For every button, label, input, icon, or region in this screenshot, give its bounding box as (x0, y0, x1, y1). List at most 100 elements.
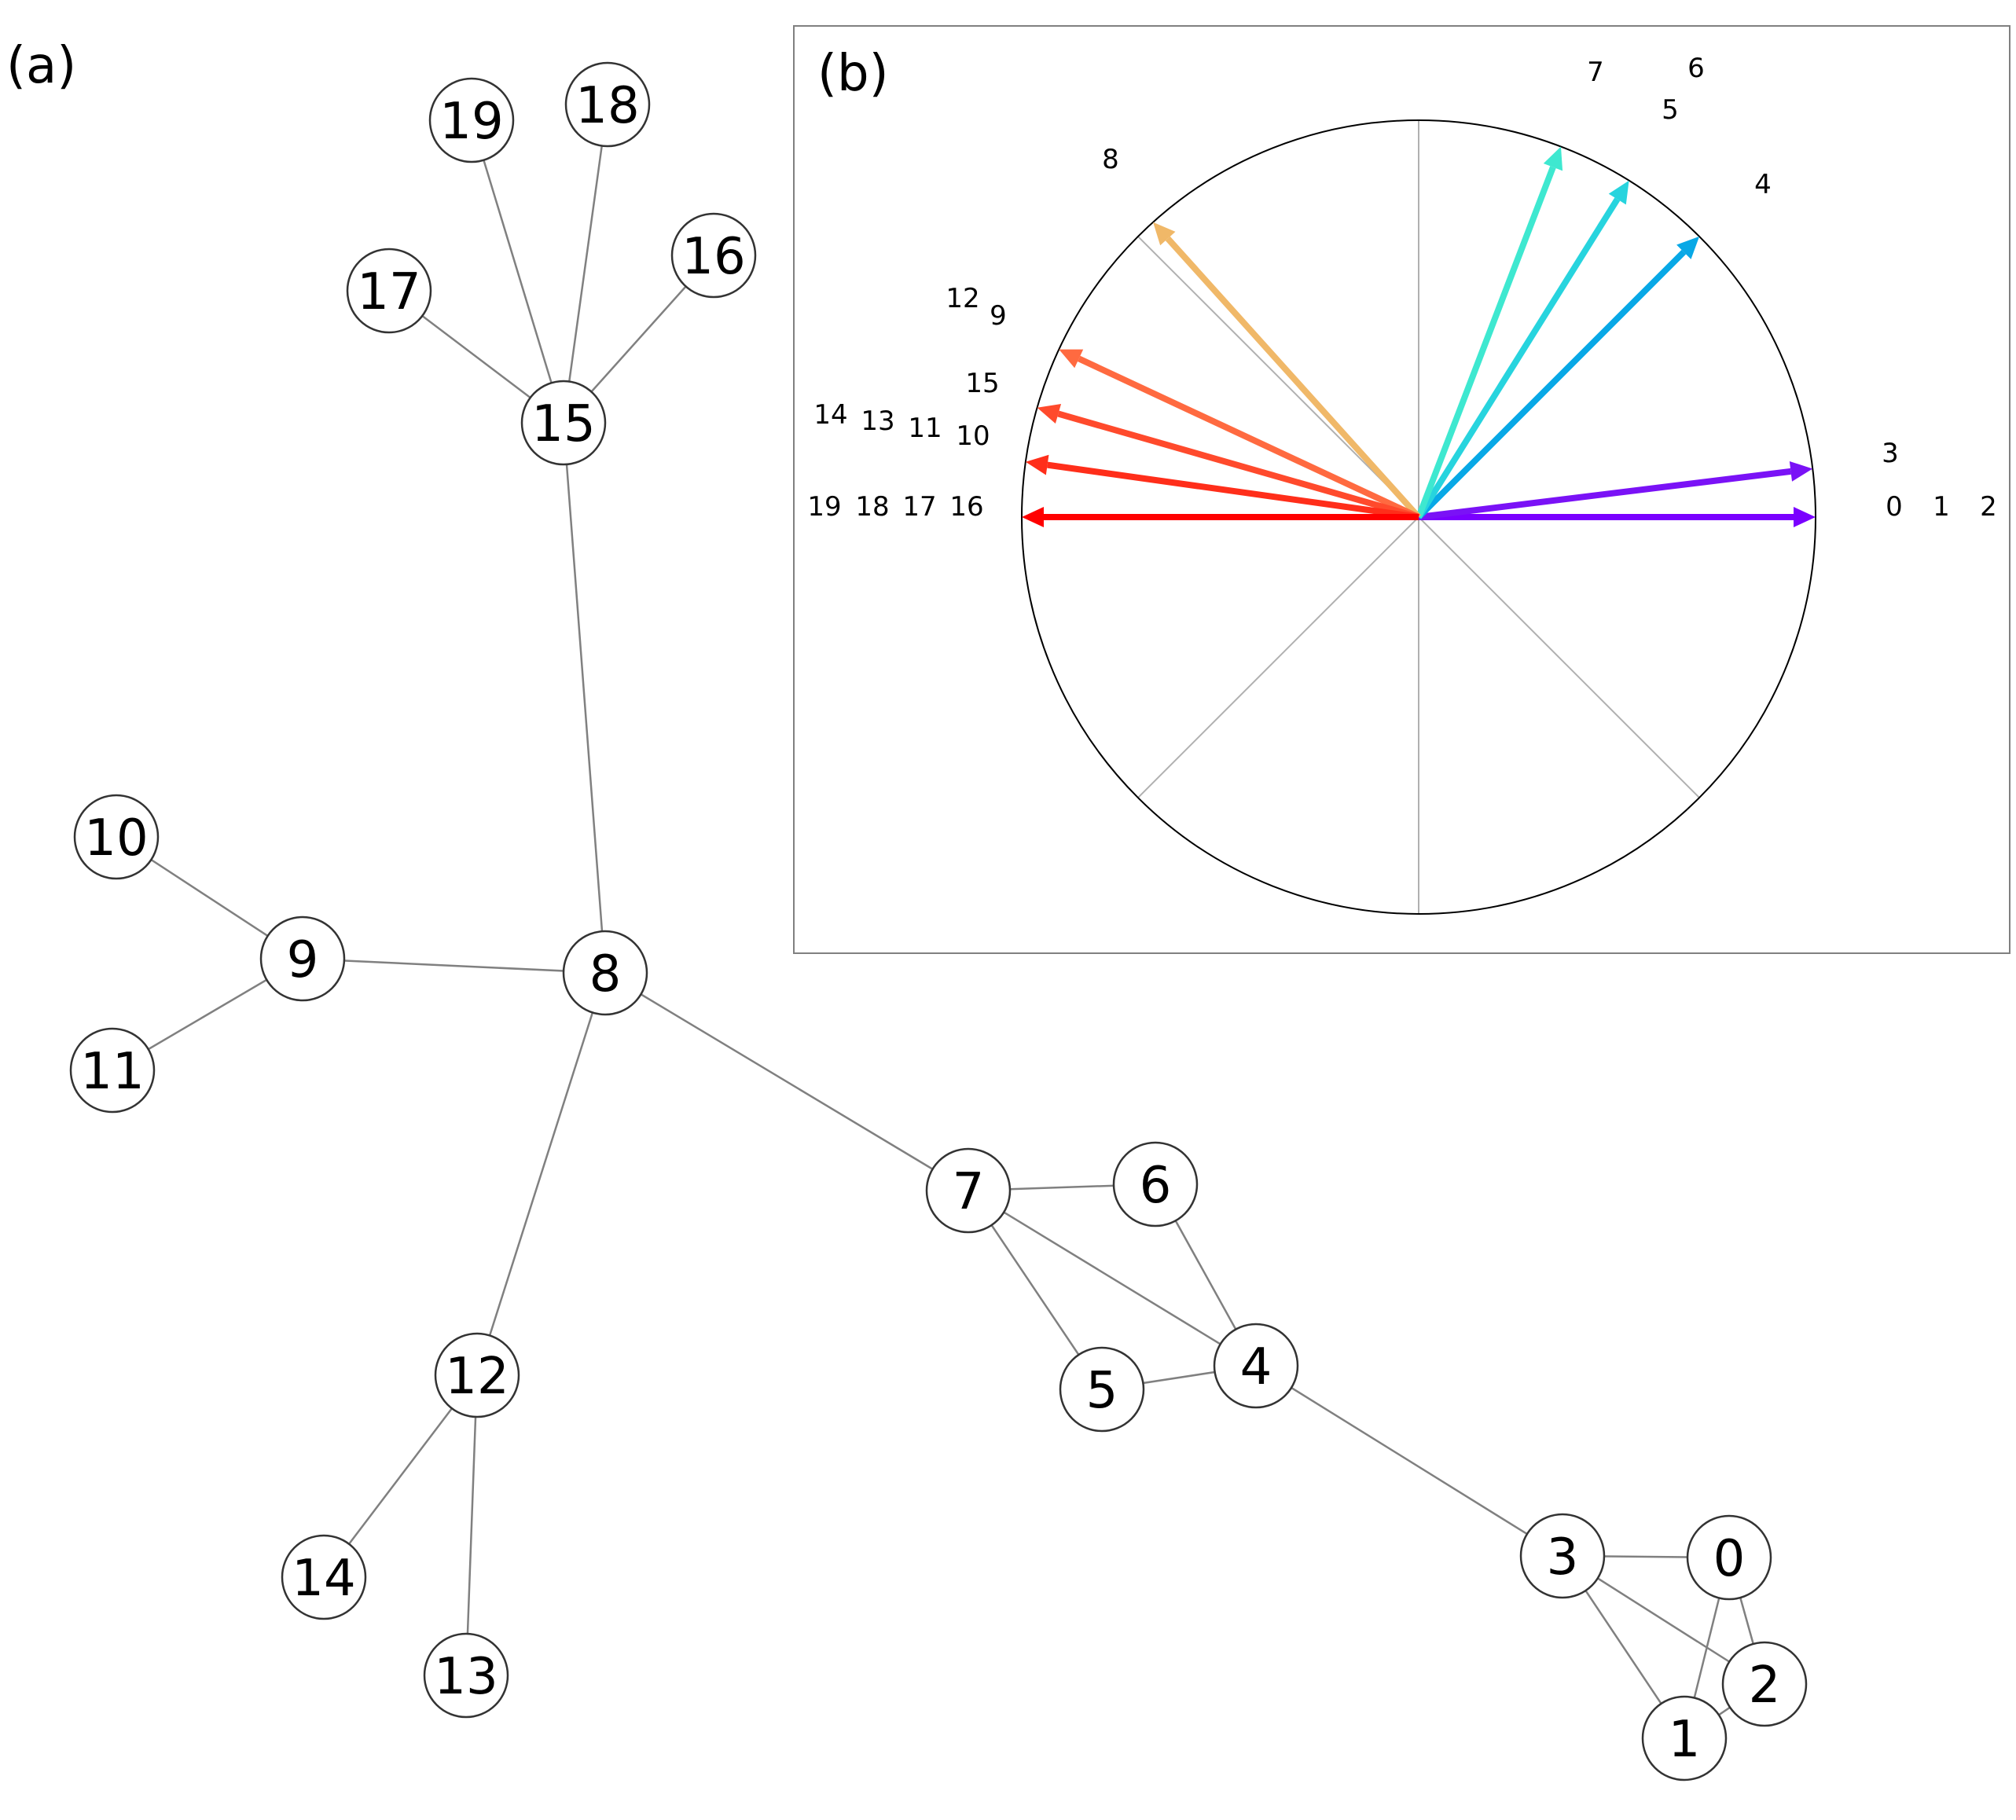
node-label: 9 (287, 931, 319, 989)
vector-label-19: 19 (807, 491, 841, 523)
vector-label-14: 14 (813, 399, 847, 431)
panel-a-label: (a) (6, 37, 76, 95)
edge-4-7 (968, 1189, 1257, 1367)
vector-label-0: 0 (1886, 491, 1903, 523)
arrow-shaft (1057, 410, 1420, 520)
vector-label-4: 4 (1754, 169, 1772, 200)
node-6: 6 (1112, 1141, 1199, 1227)
node-circle (670, 212, 757, 299)
vector-label-7: 7 (1587, 57, 1604, 88)
node-circle (1721, 1641, 1808, 1727)
edge-8-12 (476, 972, 607, 1376)
node-label: 13 (434, 1648, 498, 1706)
node-circle (69, 1027, 156, 1114)
node-label: 18 (575, 77, 639, 135)
arrow-head (1608, 180, 1629, 205)
arrow-shaft (1416, 166, 1556, 519)
arrow-head (1794, 507, 1816, 527)
edge-15-18 (562, 104, 609, 424)
guide-line (1137, 236, 1419, 518)
node-circle (428, 77, 515, 163)
vector-label-11: 11 (908, 413, 942, 444)
node-circle (564, 61, 651, 148)
node-17: 17 (346, 248, 432, 334)
node-circle (562, 930, 648, 1016)
vector-label-12: 12 (946, 283, 979, 314)
phase-arrow-3 (1418, 461, 1813, 520)
node-label: 2 (1749, 1657, 1781, 1715)
node-circle (1519, 1513, 1606, 1599)
node-label: 6 (1140, 1157, 1172, 1215)
node-0: 0 (1686, 1514, 1772, 1601)
guide-line (1418, 516, 1700, 798)
node-circle (1213, 1323, 1299, 1409)
node-1: 1 (1641, 1695, 1728, 1781)
phase-arrow-8 (1153, 222, 1421, 519)
node-label: 11 (80, 1043, 144, 1101)
node-label: 17 (357, 263, 420, 321)
phase-arrow-10 (1025, 454, 1419, 520)
arrow-head (1022, 507, 1044, 527)
phase-vectors (1022, 146, 1816, 527)
node-10: 10 (73, 794, 160, 880)
phase-arrow-0 (1419, 507, 1816, 527)
arrow-shaft (1047, 461, 1419, 520)
node-9: 9 (259, 916, 346, 1002)
vector-label-9: 9 (990, 300, 1007, 332)
phase-arrow-4 (1416, 236, 1700, 519)
node-label: 19 (439, 93, 503, 151)
inset-frame (793, 25, 2010, 954)
node-circle (423, 1632, 509, 1719)
node-circle (434, 1332, 520, 1418)
node-2: 2 (1721, 1641, 1808, 1727)
arrow-shaft (1416, 249, 1687, 519)
node-14: 14 (281, 1534, 367, 1620)
node-label: 7 (953, 1163, 985, 1221)
node-13: 13 (423, 1632, 509, 1719)
arrow-shaft (1416, 197, 1621, 519)
vector-label-10: 10 (956, 420, 990, 452)
vector-label-5: 5 (1662, 94, 1679, 126)
node-label: 8 (589, 945, 622, 1004)
vector-label-8: 8 (1102, 144, 1119, 175)
node-15: 15 (520, 380, 607, 466)
node-circle (1112, 1141, 1199, 1227)
node-18: 18 (564, 61, 651, 148)
vector-label-17: 17 (902, 491, 936, 523)
vector-label-15: 15 (965, 368, 999, 399)
vector-label-3: 3 (1882, 438, 1899, 469)
node-label: 12 (445, 1348, 509, 1406)
phase-arrow-7 (1416, 146, 1563, 519)
node-circle (925, 1147, 1012, 1234)
arrow-head (1543, 146, 1563, 171)
node-circle (73, 794, 160, 880)
node-circle (346, 248, 432, 334)
vector-label-1: 1 (1933, 491, 1950, 523)
phase-arrow-5 (1416, 180, 1629, 519)
node-label: 10 (84, 809, 148, 868)
node-label: 15 (531, 395, 595, 453)
vector-label-6: 6 (1687, 53, 1705, 84)
edge-8-9 (302, 957, 606, 974)
arrow-shaft (1418, 468, 1791, 520)
arrow-head (1789, 461, 1813, 482)
node-label: 3 (1547, 1528, 1579, 1587)
node-16: 16 (670, 212, 757, 299)
node-8: 8 (562, 930, 648, 1016)
node-11: 11 (69, 1027, 156, 1114)
node-circle (1059, 1346, 1145, 1433)
node-circle (259, 916, 346, 1002)
arrow-head (1676, 236, 1700, 259)
guide-line (1137, 516, 1419, 798)
phase-arrow-15 (1037, 404, 1420, 520)
edge-12-13 (465, 1374, 479, 1676)
node-19: 19 (428, 77, 515, 163)
node-label: 1 (1669, 1711, 1701, 1769)
edge-8-15 (562, 422, 607, 974)
edge-3-4 (1255, 1364, 1563, 1558)
arrow-shaft (1165, 236, 1421, 519)
node-label: 4 (1240, 1338, 1272, 1396)
